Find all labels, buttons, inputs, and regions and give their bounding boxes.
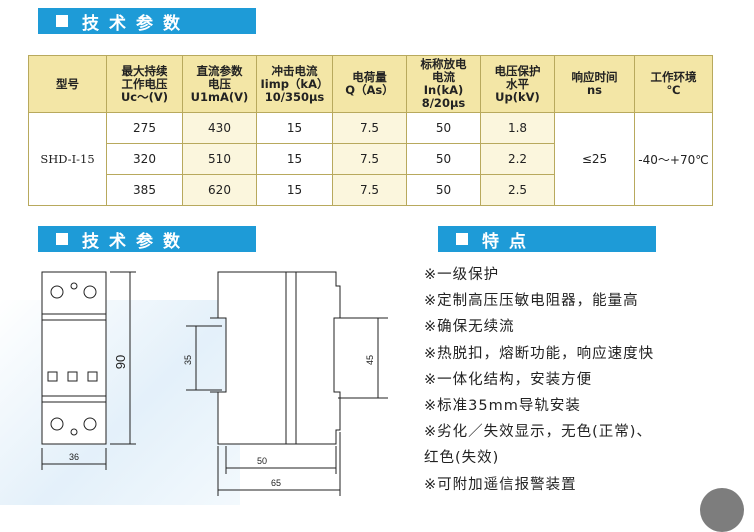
status-window-icon — [47, 371, 58, 382]
table-cell: 2.5 — [480, 174, 555, 206]
table-header-line: U1mA(V) — [190, 89, 249, 104]
table-cell: 15 — [256, 143, 333, 175]
table-cell: 7.5 — [332, 143, 407, 175]
dim-label-90: 90 — [113, 355, 128, 369]
section-bar-tech-params-bottom: 技术参数 — [38, 226, 256, 252]
table-header-line: 电压保护 — [494, 63, 541, 78]
feature-item: ※一级保护 — [424, 267, 500, 283]
section-bar-tech-params-top: 技术参数 — [38, 8, 256, 34]
table-header-line: 标称放电 — [420, 57, 467, 71]
feature-item: ※劣化／失效显示，无色(正常)、 — [424, 424, 652, 441]
table-header-line: 型号 — [56, 76, 79, 91]
dim-label-50: 50 — [257, 456, 267, 466]
section-bar-features: 特点 — [438, 226, 656, 252]
table-cell: 385 — [106, 174, 183, 206]
table-header-line: ℃ — [666, 83, 681, 97]
environment-cell: -40～+70℃ — [634, 112, 713, 206]
background-wash — [0, 300, 240, 505]
dim-label-65: 65 — [271, 478, 281, 488]
square-bullet-icon — [456, 233, 468, 245]
table-cell: 7.5 — [332, 174, 407, 206]
features-list: ※一级保护 ※定制高压压敏电阻器，能量高 ※确保无续流 ※热脱扣，熔断功能，响应… — [424, 262, 744, 498]
table-header-line: ns — [586, 83, 603, 97]
table-header-line: 10/350μs — [264, 89, 325, 104]
table-header-line: 冲击电流 — [271, 63, 318, 78]
table-header-line: 电压 — [208, 76, 231, 91]
table-cell: 50 — [406, 112, 481, 144]
table-cell: 50 — [406, 174, 481, 206]
floating-action-button[interactable] — [700, 488, 744, 532]
table-header-cell: 工作环境℃ — [634, 55, 713, 113]
table-cell: 7.5 — [332, 112, 407, 144]
table-header-line: Uc～(V) — [120, 89, 169, 104]
table-header-line: 响应时间 — [571, 70, 618, 84]
square-bullet-icon — [56, 233, 68, 245]
table-header-line: 最大持续 — [121, 63, 168, 78]
technical-drawing: 90 36 35 45 50 65 — [41, 271, 388, 496]
side-view-outline — [210, 271, 341, 445]
terminal-screw-icon — [83, 285, 97, 299]
dim-label-35: 35 — [183, 355, 193, 365]
table-cell: 2.2 — [480, 143, 555, 175]
table-header-line: 电流 — [432, 70, 455, 84]
table-cell: 15 — [256, 112, 333, 144]
table-header-line: 水平 — [506, 76, 529, 91]
feature-item: ※定制高压压敏电阻器，能量高 — [424, 293, 639, 310]
table-cell: 1.8 — [480, 112, 555, 144]
table-row: 320 510 15 7.5 50 2.2 — [29, 143, 713, 175]
table-header-line: 电荷量 — [352, 70, 387, 84]
table-row: 385 620 15 7.5 50 2.5 — [29, 174, 713, 206]
table-header-line: Iimp（kA） — [260, 76, 329, 91]
section-title: 技术参数 — [82, 231, 190, 252]
indicator-dot-icon — [70, 428, 78, 436]
terminal-screw-icon — [50, 417, 64, 431]
table-header-cell: 型号 — [28, 55, 107, 113]
section-title: 技术参数 — [82, 13, 190, 34]
feature-item: ※可附加遥信报警装置 — [424, 476, 577, 493]
feature-item: ※热脱扣，熔断功能，响应速度快 — [424, 345, 655, 362]
terminal-screw-icon — [50, 285, 64, 299]
indicator-dot-icon — [70, 282, 78, 290]
feature-item: ※确保无续流 — [424, 319, 515, 336]
status-window-icon — [87, 371, 98, 382]
status-window-icon — [67, 371, 78, 382]
table-header-line: 工作电压 — [121, 76, 168, 91]
section-title: 特点 — [482, 231, 536, 252]
table-cell: 620 — [182, 174, 257, 206]
table-cell: 15 — [256, 174, 333, 206]
feature-item: ※标准35mm导轨安装 — [424, 398, 581, 415]
dim-label-45: 45 — [365, 355, 375, 365]
terminal-screw-icon — [83, 417, 97, 431]
front-view-outline — [41, 271, 107, 445]
table-header-line: Q（As） — [345, 83, 394, 97]
dim-label-36: 36 — [69, 452, 79, 462]
feature-item: ※一体化结构，安装方便 — [424, 371, 593, 388]
table-cell: 430 — [182, 112, 257, 144]
response-time-cell: ≤25 — [554, 112, 635, 206]
table-header-line: 工作环境 — [650, 70, 697, 84]
table-header-line: 直流参数 — [196, 63, 243, 78]
feature-item: 红色(失效) — [424, 450, 500, 467]
table-header-line: Up(kV) — [495, 89, 540, 104]
table-header-line: In(kA) — [423, 83, 464, 97]
square-bullet-icon — [56, 15, 68, 27]
table-header-line: 8/20μs — [421, 96, 466, 110]
